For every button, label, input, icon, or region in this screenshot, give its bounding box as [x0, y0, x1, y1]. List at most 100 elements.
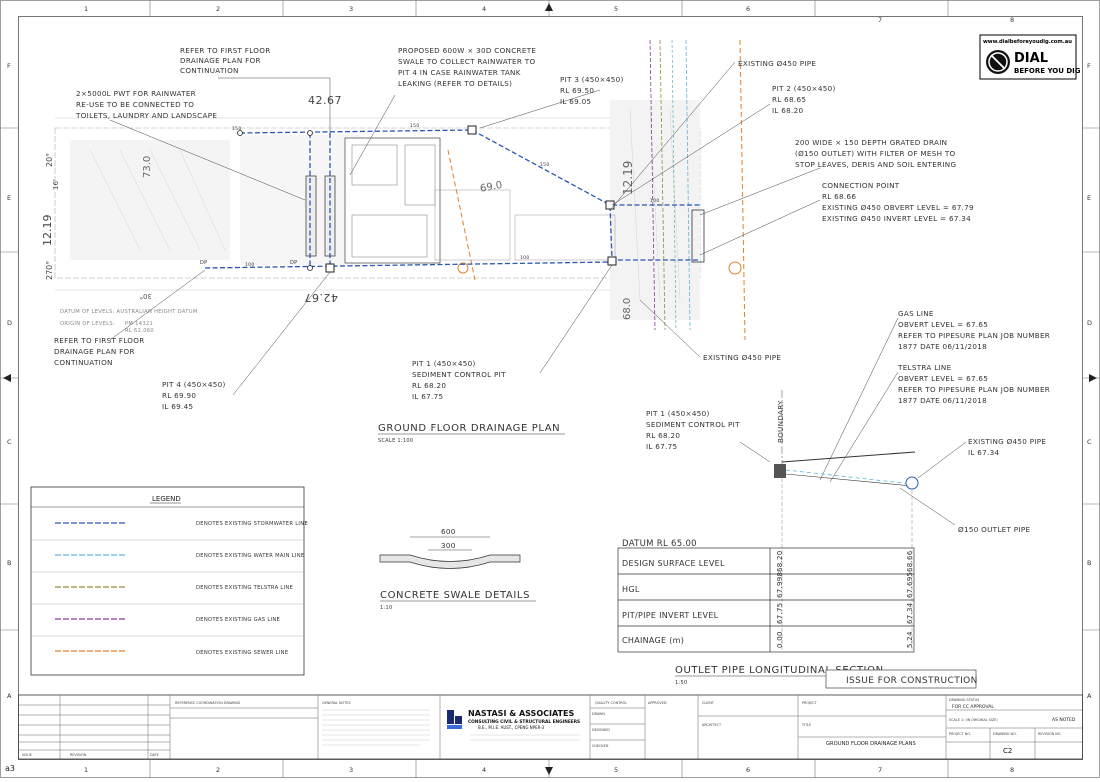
row-chainage: CHAINAGE (m) [622, 636, 684, 645]
refer-bottom-line-3: CONTINUATION [54, 358, 113, 367]
pwt-note-3: TOILETS, LAUNDRY AND LANDSCAPE [75, 111, 217, 120]
contour-label-b: 69.0 [479, 180, 503, 195]
row-label-c-right: C [1087, 438, 1092, 446]
refer-bottom-line-1: REFER TO FIRST FLOOR [54, 336, 145, 345]
origin-levels: ORIGIN OF LEVELS: [60, 321, 115, 327]
telstra-note-1: TELSTRA LINE [897, 363, 952, 372]
pit4-label-2: RL 69.90 [162, 391, 196, 400]
tb-architect: ARCHITECT [702, 723, 722, 727]
col-label-2: 2 [216, 5, 220, 13]
swale-title: CONCRETE SWALE DETAILS [380, 590, 530, 601]
existing-pipe-top: EXISTING Ø450 PIPE [738, 59, 816, 68]
section-pit1-1: PIT 1 (450×450) [646, 409, 710, 418]
leader-lines [109, 61, 821, 396]
ground-floor-plan: 150 150 100 100 150 100 DP DP 42.67 42.6… [41, 39, 974, 444]
col-label-8-bottom: 8 [1010, 766, 1014, 774]
title-block: ISSUE REVISION DATE REFERENCE COORDINATI… [18, 694, 1083, 760]
value-right-surface: 68.66 [906, 550, 914, 572]
pit-4 [325, 263, 335, 273]
sewer-manhole-icon-2 [728, 261, 742, 275]
tb-status-label: DRAWING STATUS [949, 698, 979, 702]
tb-company: NASTASI & ASSOCIATES [468, 709, 574, 718]
pit1-label-3: RL 68.20 [412, 381, 446, 390]
col-label-7: 7 [878, 16, 882, 24]
dimension-bottom-left: 270° [45, 261, 54, 280]
outlet-longitudinal-section: PIT 1 (450×450) SEDIMENT CONTROL PIT RL … [617, 390, 1046, 689]
tb-status: FOR CC APPROVAL [952, 704, 994, 710]
row-label-d-right: D [1087, 319, 1092, 327]
row-label-d: D [7, 319, 12, 327]
value-left-chainage: 0.00 [776, 631, 784, 648]
gas-line [649, 39, 656, 331]
swale-note-4: LEAKING (REFER TO DETAILS) [398, 79, 512, 88]
sewer-manhole-icon [457, 262, 469, 274]
pit4-label-3: IL 69.45 [162, 402, 193, 411]
company-logo-icon [447, 710, 462, 729]
pit-1 [607, 256, 617, 266]
swale-note-3: PIT 4 IN CASE RAINWATER TANK [398, 68, 521, 77]
issue-stamp [825, 669, 977, 689]
col-label-4: 4 [482, 5, 486, 13]
row-label-b: B [7, 559, 11, 567]
existing-pipe-bottom: EXISTING Ø450 PIPE [703, 353, 781, 362]
pit1-label-1: PIT 1 (450×450) [412, 359, 476, 368]
tb-issue: ISSUE [22, 753, 32, 757]
swale-detail: 600 300 CONCRETE SWALE DETAILS 1:10 [379, 527, 536, 611]
legend-title: LEGEND [152, 495, 181, 503]
pipe-size-label: 100 [245, 262, 255, 268]
col-label-7-bottom: 7 [878, 766, 882, 774]
legend-label-stormwater: DENOTES EXISTING STORMWATER LINE [196, 521, 308, 527]
legend-label-water: DENOTES EXISTING WATER MAIN LINE [196, 553, 304, 559]
tb-company-quals: B.E., M.I.E. AUST., CPENG NPER-3 [478, 725, 545, 730]
col-label-1: 1 [84, 5, 88, 13]
origin-value-1: PM 14321 [125, 321, 153, 327]
gas-note-1: GAS LINE [898, 309, 934, 318]
pit-2 [605, 200, 615, 210]
datum-levels: DATUM OF LEVELS: AUSTRALIAN HEIGHT DATUM [60, 309, 198, 315]
col-label-8: 8 [1010, 16, 1014, 24]
surface-line [781, 451, 916, 463]
col-label-3: 3 [349, 5, 353, 13]
contour-label-a: 73.0 [142, 156, 153, 178]
dimension-top: 42.67 [308, 94, 342, 107]
tb-approved: APPROVED [648, 701, 667, 705]
section-pit1-2: SEDIMENT CONTROL PIT [646, 420, 740, 429]
tb-scale-value: AS NOTED [1052, 717, 1076, 723]
pit4-label-1: PIT 4 (450×450) [162, 380, 226, 389]
tb-scale-label: SCALE 1: (IN ORIGINAL SIZE) [949, 718, 998, 722]
connection-note-2: RL 68.66 [822, 192, 856, 201]
plan-scale: SCALE 1:100 [378, 438, 413, 444]
gas-note-3: REFER TO PIPESURE PLAN JOB NUMBER [898, 331, 1050, 340]
row-label-f-right: F [1087, 62, 1091, 70]
section-existing-1: EXISTING Ø450 PIPE [968, 437, 1046, 446]
contour-label-d: 12.19 [621, 161, 635, 195]
value-left-invert: 67.75 [776, 602, 784, 624]
pit-3 [467, 125, 477, 135]
tb-drawing-no: C2 [1003, 747, 1012, 755]
center-arrow-top-icon [545, 3, 553, 11]
center-arrow-bottom-icon [545, 767, 553, 775]
gas-note-4: 1877 DATE 06/11/2018 [898, 342, 987, 351]
connection-note-4: EXISTING Ø450 INVERT LEVEL = 67.34 [822, 214, 971, 223]
rainwater-tank-1 [305, 175, 317, 257]
row-label-b-right: B [1087, 559, 1091, 567]
connection-note-3: EXISTING Ø450 OBVERT LEVEL = 67.79 [822, 203, 974, 212]
col-label-3-bottom: 3 [349, 766, 353, 774]
pwt-note-2: RE-USE TO BE CONNECTED TO [76, 100, 194, 109]
swale-scale: 1:10 [380, 605, 392, 611]
sewer-line [447, 39, 746, 341]
row-hgl: HGL [622, 585, 640, 594]
dimension-width: 12.19 [41, 215, 54, 247]
refer-top-line-1: REFER TO FIRST FLOOR [180, 46, 271, 55]
row-label-a-right: A [1087, 692, 1092, 700]
downpipe-label: DP [200, 260, 207, 266]
col-label-6: 6 [746, 5, 750, 13]
boundary-label: BOUNDARY [776, 400, 785, 443]
value-right-chainage: 5.24 [906, 631, 914, 648]
tb-drawing-title: GROUND FLOOR DRAINAGE PLANS [826, 741, 916, 747]
plan-title: GROUND FLOOR DRAINAGE PLAN [378, 423, 560, 434]
pit3-label-1: PIT 3 (450×450) [560, 75, 624, 84]
grated-note-2: (Ø150 OUTLET) WITH FILTER OF MESH TO [795, 149, 956, 158]
section-existing-2: IL 67.34 [968, 448, 1000, 457]
grated-note-3: STOP LEAVES, DERIS AND SOIL ENTERING [795, 160, 956, 169]
